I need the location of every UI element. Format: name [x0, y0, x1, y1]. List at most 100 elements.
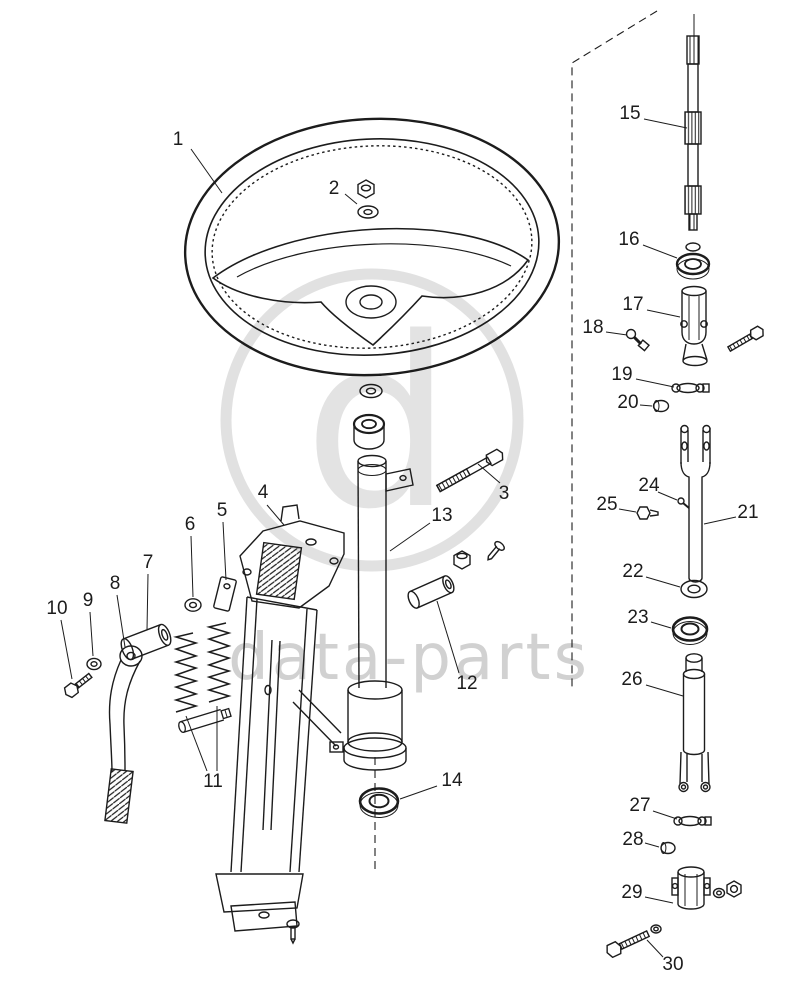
part-label-6: 6 [185, 514, 196, 598]
part-number-20: 20 [617, 392, 638, 413]
part-label-10: 10 [46, 598, 73, 680]
bearing-14 [358, 787, 400, 818]
leader-line-14 [399, 785, 438, 800]
part-label-26: 26 [621, 669, 684, 697]
part-label-29: 29 [621, 882, 674, 904]
ujoint-17 [680, 285, 708, 367]
leader-line-10 [60, 619, 73, 680]
screw-24 [677, 497, 690, 509]
part-number-28: 28 [622, 829, 643, 850]
plug-28 [660, 841, 676, 855]
part-label-2: 2 [329, 178, 358, 205]
leader-line-6 [190, 535, 194, 598]
part-label-3: 3 [477, 463, 510, 504]
part-label-22: 22 [622, 561, 681, 588]
part-label-8: 8 [110, 573, 126, 648]
leader-line-29 [644, 896, 674, 904]
part-number-6: 6 [185, 514, 196, 535]
part-number-23: 23 [627, 607, 648, 628]
part-number-5: 5 [217, 500, 228, 521]
leader-line-24 [657, 491, 678, 501]
bearing-16 [675, 242, 711, 280]
leader-line-8 [116, 594, 126, 648]
cross-19 [671, 382, 710, 394]
lower-housing [329, 680, 407, 771]
part-number-24: 24 [638, 475, 660, 496]
leader-line-3 [477, 463, 501, 484]
fitting-25 [636, 506, 659, 520]
part-number-9: 9 [83, 590, 94, 611]
leader-line-27 [652, 810, 678, 820]
cross-27 [673, 815, 712, 827]
assembly-boundary-dashes [374, 10, 658, 874]
part-number-1: 1 [173, 129, 184, 150]
part-number-30: 30 [662, 954, 683, 975]
watermark: d data-parts [220, 268, 587, 695]
part-label-4: 4 [258, 482, 285, 526]
lever-8 [104, 645, 143, 824]
part-labels: 1234567891011121314151617181920212223242… [46, 103, 758, 975]
part-number-2: 2 [329, 178, 340, 199]
bearing-23 [671, 616, 709, 645]
grease-fitting-18 [625, 328, 650, 352]
plug-20 [652, 399, 670, 413]
leader-line-1 [190, 148, 223, 194]
leader-line-5 [222, 521, 227, 581]
leader-line-12 [436, 600, 460, 674]
part-number-14: 14 [441, 770, 463, 791]
part-label-25: 25 [596, 494, 637, 515]
leader-line-20 [639, 404, 653, 407]
part-label-13: 13 [389, 505, 453, 552]
part-label-17: 17 [622, 294, 681, 318]
leader-line-9 [89, 611, 94, 657]
washer-9 [86, 657, 102, 671]
bolt-10 [63, 672, 93, 699]
part-number-12: 12 [456, 673, 477, 694]
leader-line-21 [703, 516, 737, 525]
leader-line-2 [344, 193, 358, 205]
shaft-26 [678, 653, 711, 793]
leader-line-16 [642, 244, 678, 259]
washer-6 [184, 598, 202, 612]
spacer-12 [407, 575, 455, 609]
part-label-16: 16 [618, 229, 678, 259]
part-number-17: 17 [622, 294, 643, 315]
watermark-logo-ring [220, 268, 524, 572]
leader-line-11 [185, 715, 208, 772]
part-label-21: 21 [703, 502, 759, 525]
link-21 [680, 424, 711, 583]
part-label-1: 1 [173, 129, 223, 194]
leader-line-18 [605, 331, 628, 336]
part-number-7: 7 [143, 552, 154, 573]
part-label-5: 5 [217, 500, 228, 581]
part-label-23: 23 [627, 607, 672, 629]
washer-30 [650, 924, 662, 934]
leader-line-28 [644, 842, 660, 848]
part-label-28: 28 [622, 829, 660, 850]
base-screw [286, 919, 300, 945]
part-number-22: 22 [622, 561, 643, 582]
part-number-16: 16 [618, 229, 639, 250]
leader-line-4 [266, 504, 285, 526]
part-label-7: 7 [143, 552, 154, 631]
part-label-27: 27 [629, 795, 678, 820]
leader-line-17 [646, 309, 681, 318]
leader-line-15 [643, 118, 688, 129]
part-number-11: 11 [203, 771, 223, 792]
leader-line-13 [389, 522, 431, 552]
bracket-4 [239, 504, 345, 609]
part-label-11: 11 [185, 706, 223, 792]
part-label-9: 9 [83, 590, 94, 657]
bolt-3 [435, 448, 504, 493]
part-number-8: 8 [110, 573, 121, 594]
part-number-18: 18 [582, 317, 603, 338]
leader-line-26 [645, 684, 684, 697]
leader-line-25 [618, 508, 637, 513]
support-column [215, 596, 342, 932]
part-label-30: 30 [646, 939, 684, 975]
column-tube [357, 454, 414, 689]
part-label-18: 18 [582, 317, 628, 338]
part-number-15: 15 [619, 103, 640, 124]
part-number-3: 3 [499, 483, 510, 504]
